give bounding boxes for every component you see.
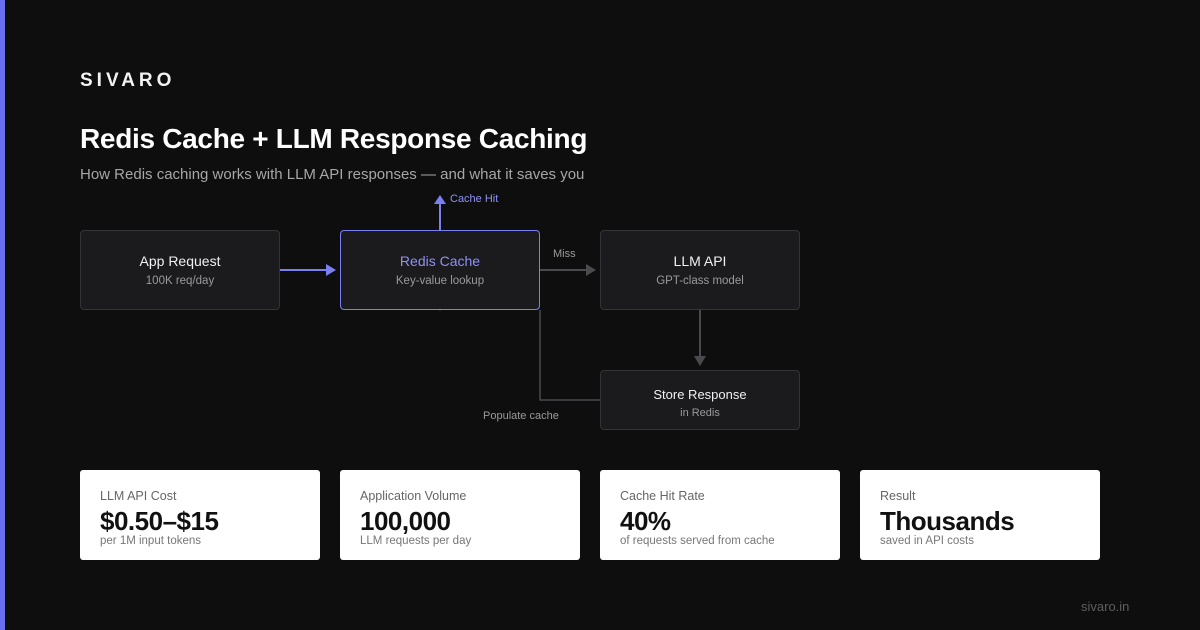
node-title: LLM API <box>673 253 727 269</box>
node-subtitle: in Redis <box>680 407 720 419</box>
stat-value: $0.50–$15 <box>100 506 219 536</box>
arrowhead-request-to-redis <box>326 264 336 276</box>
node-title: Redis Cache <box>399 253 481 269</box>
stat-subtext: of requests served from cache <box>620 535 775 547</box>
stat-subtext: LLM requests per day <box>360 535 472 547</box>
stat-card-result: Result Thousands saved in API costs <box>860 470 1100 560</box>
edge-label-cache-hit: Cache Hit <box>450 193 499 205</box>
node-store-response: Store Response in Redis <box>600 370 800 430</box>
stat-subtext: saved in API costs <box>880 535 974 547</box>
node-title: Store Response <box>653 387 747 402</box>
stat-card-llm-cost: LLM API Cost $0.50–$15 per 1M input toke… <box>80 470 320 560</box>
arrowhead-miss <box>586 264 596 276</box>
stat-value: 40% <box>620 506 671 536</box>
node-title: App Request <box>139 253 221 269</box>
stat-card-hit-rate: Cache Hit Rate 40% of requests served fr… <box>600 470 840 560</box>
accent-bar <box>0 0 5 630</box>
stat-label: Result <box>880 489 916 503</box>
node-subtitle: GPT-class model <box>656 275 744 287</box>
edge-label-miss: Miss <box>553 248 576 260</box>
node-subtitle: 100K req/day <box>145 275 215 287</box>
stat-label: LLM API Cost <box>100 489 177 503</box>
brand-logo: SIVARO <box>80 70 176 91</box>
footer-url[interactable]: sivaro.in <box>1081 599 1130 614</box>
node-redis-cache: Redis Cache Key-value lookup <box>340 230 540 310</box>
node-llm-api: LLM API GPT-class model <box>600 230 800 310</box>
arrowhead-llm-to-store <box>694 356 706 366</box>
stat-label: Application Volume <box>360 489 467 503</box>
edge-populate-cache <box>539 310 600 401</box>
node-app-request: App Request 100K req/day <box>80 230 280 310</box>
page-title: Redis Cache + LLM Response Caching <box>80 123 588 154</box>
stat-value: 100,000 <box>360 506 451 536</box>
stat-label: Cache Hit Rate <box>620 489 705 503</box>
stat-subtext: per 1M input tokens <box>100 535 202 547</box>
page-subtitle: How Redis caching works with LLM API res… <box>80 166 585 183</box>
node-subtitle: Key-value lookup <box>395 275 485 287</box>
stat-card-volume: Application Volume 100,000 LLM requests … <box>340 470 580 560</box>
stat-value: Thousands <box>880 506 1015 536</box>
arrowhead-cache-hit <box>434 195 446 204</box>
edge-label-populate: Populate cache <box>483 410 559 422</box>
